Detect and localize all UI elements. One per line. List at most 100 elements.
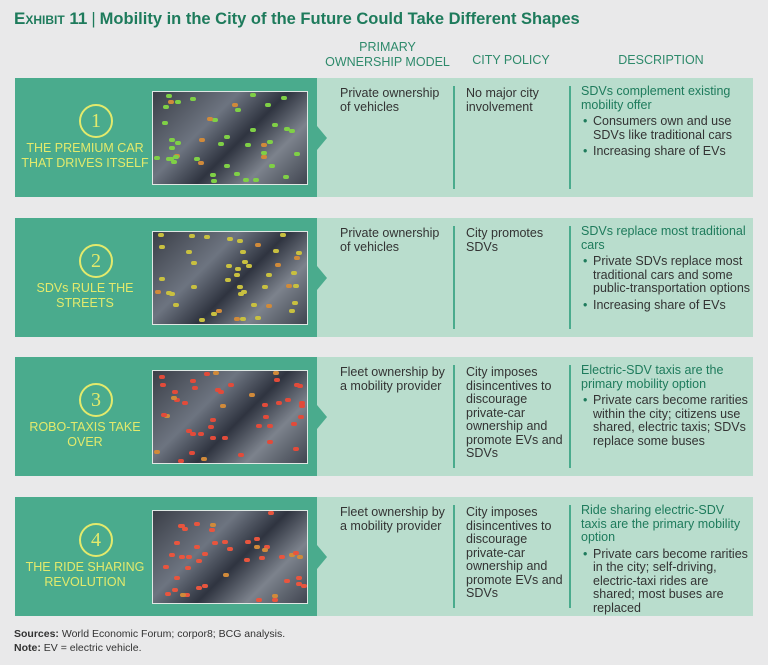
car-mark (185, 565, 192, 570)
car-mark (267, 140, 273, 145)
car-mark (190, 96, 197, 101)
car-mark (255, 316, 262, 321)
car-mark (286, 283, 293, 288)
description-list: Private SDVs replace most traditional ca… (581, 254, 751, 312)
scenario-panel: 1 THE PREMIUM CAR THAT DRIVES ITSELF (15, 78, 317, 197)
car-mark (235, 266, 242, 271)
car-mark (195, 559, 202, 564)
car-mark (172, 588, 179, 593)
car-mark (233, 316, 240, 321)
car-mark (289, 128, 296, 133)
car-mark (193, 522, 200, 527)
sources-label: Sources: (14, 628, 59, 640)
car-mark (186, 554, 193, 559)
arrow-pointer-icon (317, 265, 327, 290)
car-mark (210, 436, 217, 441)
sources-note: Sources: World Economic Forum; corpor8; … (14, 628, 285, 640)
car-mark (193, 545, 200, 550)
car-mark (190, 378, 197, 383)
car-mark (232, 102, 239, 107)
city-illustration-image (152, 510, 308, 604)
car-mark (226, 263, 233, 268)
scenario-label: THE PREMIUM CAR THAT DRIVES ITSELF (21, 141, 149, 170)
car-mark (174, 99, 181, 104)
car-mark (261, 155, 268, 160)
car-mark (157, 232, 164, 237)
description-list: Consumers own and use SDVs like traditio… (581, 114, 751, 159)
column-divider (453, 365, 455, 468)
car-mark (173, 154, 180, 159)
car-mark (198, 137, 205, 142)
note-text: EV = electric vehicle. (43, 642, 142, 654)
car-mark (293, 284, 300, 289)
car-mark (166, 94, 173, 99)
policy-text: City imposes disincentives to discourage… (466, 365, 563, 460)
car-mark (177, 524, 184, 529)
ownership-text: Fleet ownership by a mobility provider (340, 365, 445, 393)
car-mark (209, 528, 216, 533)
car-mark (290, 422, 297, 427)
car-mark (212, 371, 219, 376)
car-mark (170, 160, 177, 165)
car-mark (299, 404, 305, 409)
car-mark (296, 384, 303, 389)
car-mark (283, 175, 290, 180)
ownership-text: Private ownership of vehicles (340, 86, 440, 114)
arrow-pointer-icon (317, 125, 327, 150)
car-mark (291, 300, 298, 305)
car-mark (234, 272, 241, 277)
scenario-details: Fleet ownership by a mobility provider C… (317, 497, 753, 616)
car-mark (207, 117, 214, 122)
column-header-policy: CITY POLICY (472, 53, 550, 67)
car-mark (280, 232, 287, 237)
car-mark (195, 585, 202, 590)
car-mark (295, 581, 302, 586)
car-mark (296, 555, 303, 560)
scenario-details: Private ownership of vehicles No major c… (317, 78, 753, 197)
exhibit-number: Exhibit 11 (14, 9, 88, 28)
column-divider (453, 226, 455, 329)
scenario-number-badge: 3 (79, 383, 113, 417)
arrow-pointer-icon (317, 404, 327, 429)
car-mark (250, 92, 257, 97)
car-mark (171, 389, 178, 394)
car-mark (258, 555, 265, 560)
car-mark (154, 155, 161, 160)
column-header-description: DESCRIPTION (618, 53, 704, 67)
car-mark (212, 541, 219, 546)
ownership-text: Fleet ownership by a mobility provider (340, 505, 445, 533)
car-mark (276, 400, 283, 405)
car-mark (177, 458, 184, 463)
car-mark (175, 140, 182, 145)
car-mark (299, 400, 306, 405)
car-mark (233, 172, 240, 177)
car-mark (173, 541, 180, 546)
car-mark (182, 527, 189, 532)
car-mark (273, 371, 279, 376)
car-mark (227, 383, 234, 388)
car-mark (292, 551, 299, 555)
car-mark (300, 583, 307, 588)
car-mark (160, 383, 167, 388)
column-header-ownership: PRIMARY OWNERSHIP MODEL (325, 40, 450, 69)
scenario-panel: 4 THE RIDE SHARING REVOLUTION (15, 497, 317, 616)
policy-text: No major city involvement (466, 86, 539, 114)
scenario-number-badge: 1 (79, 104, 113, 138)
description-bullet: Private cars become rarities in the city… (583, 547, 751, 616)
car-mark (211, 117, 218, 122)
scenario-panel: 3 ROBO-TAXIS TAKE OVER (15, 357, 317, 476)
car-mark (159, 276, 166, 281)
car-mark (261, 548, 268, 553)
description-heading: SDVs replace most traditional cars (581, 224, 746, 252)
car-mark (241, 290, 248, 295)
scenario-details: Fleet ownership by a mobility provider C… (317, 357, 753, 476)
car-mark (197, 161, 204, 166)
car-mark (207, 425, 214, 430)
car-mark (173, 397, 180, 402)
car-mark (189, 234, 196, 239)
car-mark (167, 99, 174, 104)
car-mark (219, 404, 226, 409)
car-mark (273, 378, 280, 383)
car-mark (218, 389, 225, 394)
car-mark (165, 291, 172, 296)
